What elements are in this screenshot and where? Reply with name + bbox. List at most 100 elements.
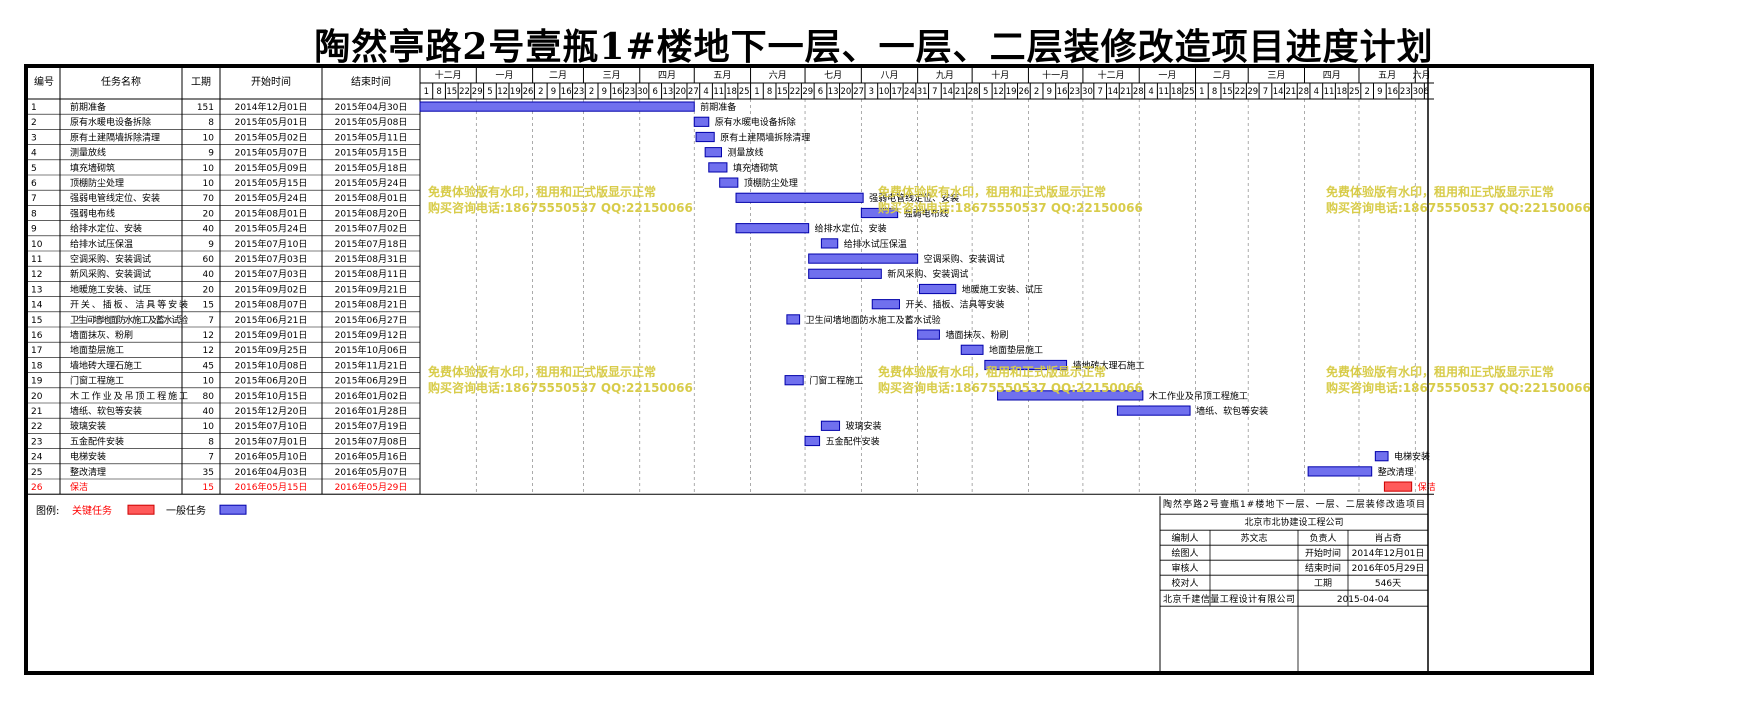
- week-label: 14: [1273, 87, 1284, 97]
- week-label: 11: [713, 87, 724, 97]
- task-end: 2015年04月30日: [335, 101, 408, 113]
- task-id: 8: [31, 209, 37, 219]
- week-label: 2: [538, 87, 543, 97]
- week-label: 28: [1298, 87, 1309, 97]
- task-name: 原有水暖电设备拆除: [70, 116, 151, 128]
- week-label: 8: [436, 87, 441, 97]
- task-end: 2015年09月21日: [335, 283, 408, 295]
- gantt-sheet: 编号任务名称工期开始时间结束时间十二月一月二月三月四月五月六月七月八月九月十月十…: [24, 64, 1594, 675]
- task-name: 测量放线: [70, 147, 106, 159]
- task-duration: 7: [208, 316, 214, 326]
- task-bar-label: 前期准备: [700, 101, 736, 113]
- week-label: 22: [790, 87, 801, 97]
- task-duration: 35: [203, 468, 214, 478]
- task-bar-label: 原有水暖电设备拆除: [715, 116, 796, 128]
- month-label: 六月: [1413, 69, 1431, 81]
- task-name: 五金配件安装: [70, 435, 124, 447]
- task-duration: 9: [208, 240, 214, 250]
- task-name: 墙地砖大理石施工: [70, 359, 142, 371]
- task-duration: 9: [208, 149, 214, 159]
- week-label: 27: [688, 87, 699, 97]
- task-name: 卫生间墙地面防水施工及蓄水试验: [70, 314, 188, 326]
- task-start: 2015年12月20日: [235, 405, 308, 417]
- task-id: 4: [31, 149, 37, 159]
- task-bar: [820, 238, 839, 249]
- task-start: 2015年08月07日: [235, 299, 308, 311]
- task-bar-label: 给排水定位、安装: [815, 223, 887, 235]
- task-duration: 80: [203, 392, 215, 402]
- week-label: 2: [1364, 87, 1369, 97]
- task-bar: [960, 344, 984, 355]
- week-label: 18: [726, 87, 737, 97]
- task-start: 2015年09月25日: [235, 344, 308, 356]
- titleblock-cell: 结束时间: [1305, 562, 1341, 574]
- legend-normal-label: 一般任务: [166, 504, 206, 517]
- task-name: 强弱电布线: [70, 207, 115, 219]
- task-name: 木工作业及吊顶工程施工: [70, 390, 188, 402]
- task-bar-label: 填充墙砌筑: [733, 162, 778, 174]
- column-header-4: 结束时间: [351, 75, 391, 88]
- task-bar: [808, 268, 882, 279]
- task-bar: [917, 329, 940, 340]
- task-name: 空调采购、安装调试: [70, 253, 151, 265]
- week-label: 6: [652, 87, 657, 97]
- task-end: 2016年01月02日: [335, 390, 408, 402]
- task-id: 12: [31, 270, 42, 280]
- week-label: 29: [472, 87, 483, 97]
- task-bar: [808, 253, 919, 264]
- task-duration: 45: [203, 361, 214, 371]
- titleblock-cell: 绘图人: [1171, 547, 1198, 559]
- task-duration: 8: [208, 437, 214, 447]
- task-id: 2: [31, 118, 37, 128]
- task-name: 地暖施工安装、试压: [70, 283, 151, 295]
- task-bar-label: 强弱电布线: [904, 207, 949, 219]
- watermark-line: 购买咨询电话:18675550537 QQ:22150066: [428, 380, 693, 395]
- task-id: 6: [31, 179, 37, 189]
- week-label: 9: [1047, 87, 1052, 97]
- task-bar: [1116, 405, 1191, 416]
- month-label: 三月: [603, 70, 621, 81]
- task-end: 2015年08月31日: [335, 253, 408, 265]
- week-label: 12: [993, 87, 1004, 97]
- task-end: 2015年10月06日: [335, 344, 408, 356]
- task-end: 2015年05月11日: [335, 131, 408, 143]
- month-label: 十二月: [435, 69, 462, 81]
- watermark-line: 免费体验版有水印，租用和正式版显示正常: [878, 184, 1106, 199]
- task-bar: [419, 101, 695, 112]
- task-name: 电梯安装: [70, 451, 106, 463]
- week-label: 7: [1263, 87, 1268, 97]
- task-duration: 10: [203, 179, 215, 189]
- week-label: 28: [968, 87, 979, 97]
- task-end: 2015年08月11日: [335, 268, 408, 280]
- task-end: 2015年08月01日: [335, 192, 408, 204]
- week-label: 5: [487, 87, 492, 97]
- legend-normal-swatch: [219, 504, 247, 515]
- task-name: 顶棚防尘处理: [70, 177, 124, 189]
- month-label: 六月: [769, 69, 787, 81]
- week-label: 25: [1184, 87, 1195, 97]
- week-label: 13: [828, 87, 839, 97]
- page-title: 陶然亭路2号壹瓶1#楼地下一层、一层、二层装修改造项目进度计划: [314, 26, 1434, 68]
- task-bar: [786, 314, 801, 325]
- task-duration: 40: [203, 225, 215, 235]
- task-end: 2015年07月18日: [335, 238, 408, 250]
- task-bar: [704, 147, 722, 158]
- week-label: 30: [1082, 87, 1093, 97]
- task-id: 18: [31, 361, 43, 371]
- week-label: 4: [1314, 87, 1319, 97]
- week-label: 11: [1158, 87, 1169, 97]
- month-label: 十一月: [1042, 69, 1069, 81]
- task-start: 2015年08月01日: [235, 207, 308, 219]
- task-name: 墙面抹灰、粉刷: [70, 329, 133, 341]
- week-label: 21: [1285, 87, 1296, 97]
- week-label: 29: [802, 87, 813, 97]
- week-label: 3: [869, 87, 874, 97]
- task-id: 21: [31, 407, 42, 417]
- week-label: 6: [1423, 87, 1428, 97]
- watermark-line: 购买咨询电话:18675550537 QQ:22150066: [878, 380, 1143, 395]
- task-bar: [693, 116, 710, 127]
- task-bar: [735, 223, 810, 234]
- task-bar-label: 新风采购、安装调试: [887, 268, 968, 280]
- week-label: 19: [510, 87, 521, 97]
- task-bar-label: 测量放线: [727, 147, 763, 159]
